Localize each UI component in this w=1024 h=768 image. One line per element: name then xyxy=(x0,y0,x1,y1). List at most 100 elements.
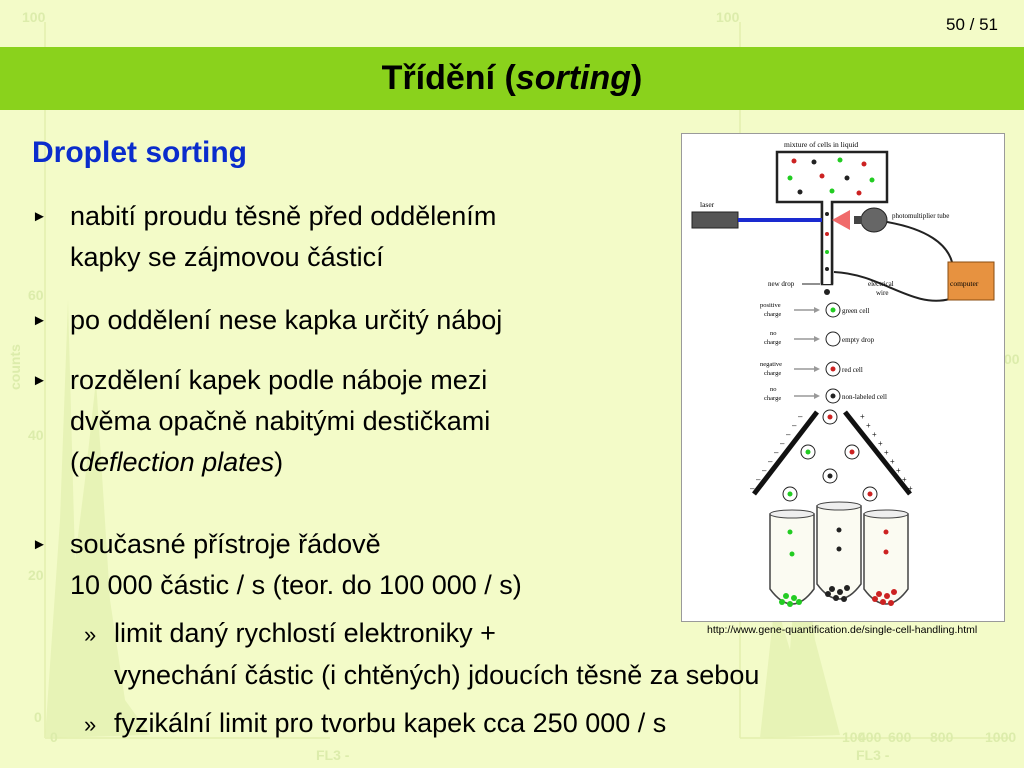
page-number: 50 / 51 xyxy=(946,15,998,34)
computer-box xyxy=(947,261,995,301)
cell-red xyxy=(791,158,797,164)
bullet-text: nabití proudu těsně před oddělením kapky… xyxy=(70,196,496,278)
drop-legend: positive charge green cell no charge emp… xyxy=(760,302,887,404)
bullet-marker-icon: ► xyxy=(32,536,47,553)
cell-red xyxy=(867,491,873,497)
svg-text:+: + xyxy=(896,466,901,475)
label-pmt: photomultiplier tube xyxy=(892,212,949,220)
bullet-text: rozdělení kapek podle náboje mezi dvěma … xyxy=(70,360,490,483)
bullet-line: kapky se zájmovou částicí xyxy=(70,242,384,272)
label-wire: wire xyxy=(876,289,888,297)
cell-black xyxy=(811,159,817,165)
cell-green xyxy=(829,188,835,194)
cell-black xyxy=(825,267,829,271)
label-mixture: mixture of cells in liquid xyxy=(784,140,858,149)
diagram-svg: mixture of cells in liquid laser phot xyxy=(691,140,995,607)
wm-y-tick-20: 20 xyxy=(28,567,44,583)
photomultiplier-tube xyxy=(860,207,888,233)
bullet-line: 10 000 částic / s (teor. do 100 000 / s) xyxy=(70,570,522,600)
pmt-neck xyxy=(854,216,862,224)
svg-text:+: + xyxy=(866,421,871,430)
bullet-marker-icon: ► xyxy=(32,208,47,225)
legend-no: no xyxy=(770,330,777,337)
tube-green xyxy=(769,513,815,605)
scatter-cone xyxy=(832,210,850,230)
cell-green xyxy=(825,250,829,254)
bullet-marker-icon: ► xyxy=(32,372,47,389)
legend-green-cell: green cell xyxy=(842,307,869,315)
deflection-plate-negative xyxy=(752,410,819,496)
svg-text:+: + xyxy=(908,484,913,493)
svg-text:–: – xyxy=(798,412,803,421)
legend-charge: charge xyxy=(764,370,781,377)
bullet-line: nabití proudu těsně před oddělením xyxy=(70,201,497,231)
wm-x-tick-800: 800 xyxy=(930,729,954,745)
cell-red xyxy=(825,232,829,236)
label-electrical: electrical xyxy=(868,280,894,288)
wm-x-label: FL3 - xyxy=(316,747,350,763)
bullet-text: po oddělení nese kapka určitý náboj xyxy=(70,300,502,341)
sub-bullet-marker: » xyxy=(84,712,97,737)
slide-title: Třídění (sorting) xyxy=(382,59,643,98)
wm-y-label: counts xyxy=(7,344,23,390)
svg-text:–: – xyxy=(762,466,767,475)
svg-text:–: – xyxy=(750,484,755,493)
wm-right-tick-100: 100 xyxy=(716,9,740,25)
cell-black xyxy=(825,212,829,216)
laser-box xyxy=(691,211,739,229)
reservoir-cells xyxy=(787,157,875,271)
cell-red xyxy=(861,161,867,167)
bullet-line: dvěma opačně nabitými destičkami xyxy=(70,406,491,436)
tube-black xyxy=(816,505,862,600)
bullet-line: po oddělení nese kapka určitý náboj xyxy=(70,305,503,335)
image-credit-url: http://www.gene-quantification.de/single… xyxy=(707,624,978,636)
legend-charge: charge xyxy=(764,395,781,402)
collection-tubes xyxy=(769,501,909,607)
wm-y-tick-40: 40 xyxy=(28,427,44,443)
legend-charge: charge xyxy=(764,339,781,346)
title-text: Třídění ( xyxy=(381,59,516,97)
legend-arrowhead xyxy=(814,366,820,372)
legend-red-cell: red cell xyxy=(842,366,863,374)
svg-text:+: + xyxy=(890,457,895,466)
droplet-sorting-diagram: mixture of cells in liquid laser phot xyxy=(681,133,1005,622)
wm-x-tick-1000: 1000 xyxy=(985,729,1016,745)
cell-green xyxy=(787,491,793,497)
cell-red xyxy=(819,173,825,179)
wm-right-tick-00: 00 xyxy=(1004,351,1020,367)
paren-close: ) xyxy=(274,447,284,477)
cell-red xyxy=(830,366,836,372)
drop-empty xyxy=(825,331,841,347)
plate-charges: ––––––––– +++++++++ xyxy=(750,412,913,493)
legend-charge: charge xyxy=(764,311,781,318)
legend-no: no xyxy=(770,386,777,393)
wm-x-tick-100: 100 xyxy=(842,729,866,745)
cell-green xyxy=(787,175,793,181)
section-heading: Droplet sorting xyxy=(32,136,247,169)
legend-arrowhead xyxy=(814,307,820,313)
paren-open: ( xyxy=(70,447,79,477)
legend-arrowhead xyxy=(814,393,820,399)
cell-green xyxy=(805,449,811,455)
svg-text:+: + xyxy=(884,448,889,457)
wm-y-tick-0: 0 xyxy=(34,709,42,725)
legend-arrowhead xyxy=(814,336,820,342)
cell-red xyxy=(849,449,855,455)
legend-non-labeled: non-labeled cell xyxy=(842,393,887,401)
legend-empty-drop: empty drop xyxy=(842,336,875,344)
cell-black xyxy=(844,175,850,181)
cell-green xyxy=(830,307,836,313)
wm-x-tick-0: 0 xyxy=(50,729,58,745)
svg-text:+: + xyxy=(878,439,883,448)
pmt-wire xyxy=(886,221,953,263)
cell-red xyxy=(856,190,862,196)
legend-negative: negative xyxy=(760,361,782,368)
label-new-drop: new drop xyxy=(768,280,795,288)
tube-rim xyxy=(769,509,815,519)
sub-bullet-item: »limit daný rychlostí elektroniky + vyne… xyxy=(84,613,759,695)
deflection-plate-positive xyxy=(843,410,912,496)
cell-green xyxy=(837,157,843,163)
svg-text:+: + xyxy=(872,430,877,439)
cell-red xyxy=(827,414,833,420)
bullet-line: rozdělení kapek podle náboje mezi xyxy=(70,365,488,395)
